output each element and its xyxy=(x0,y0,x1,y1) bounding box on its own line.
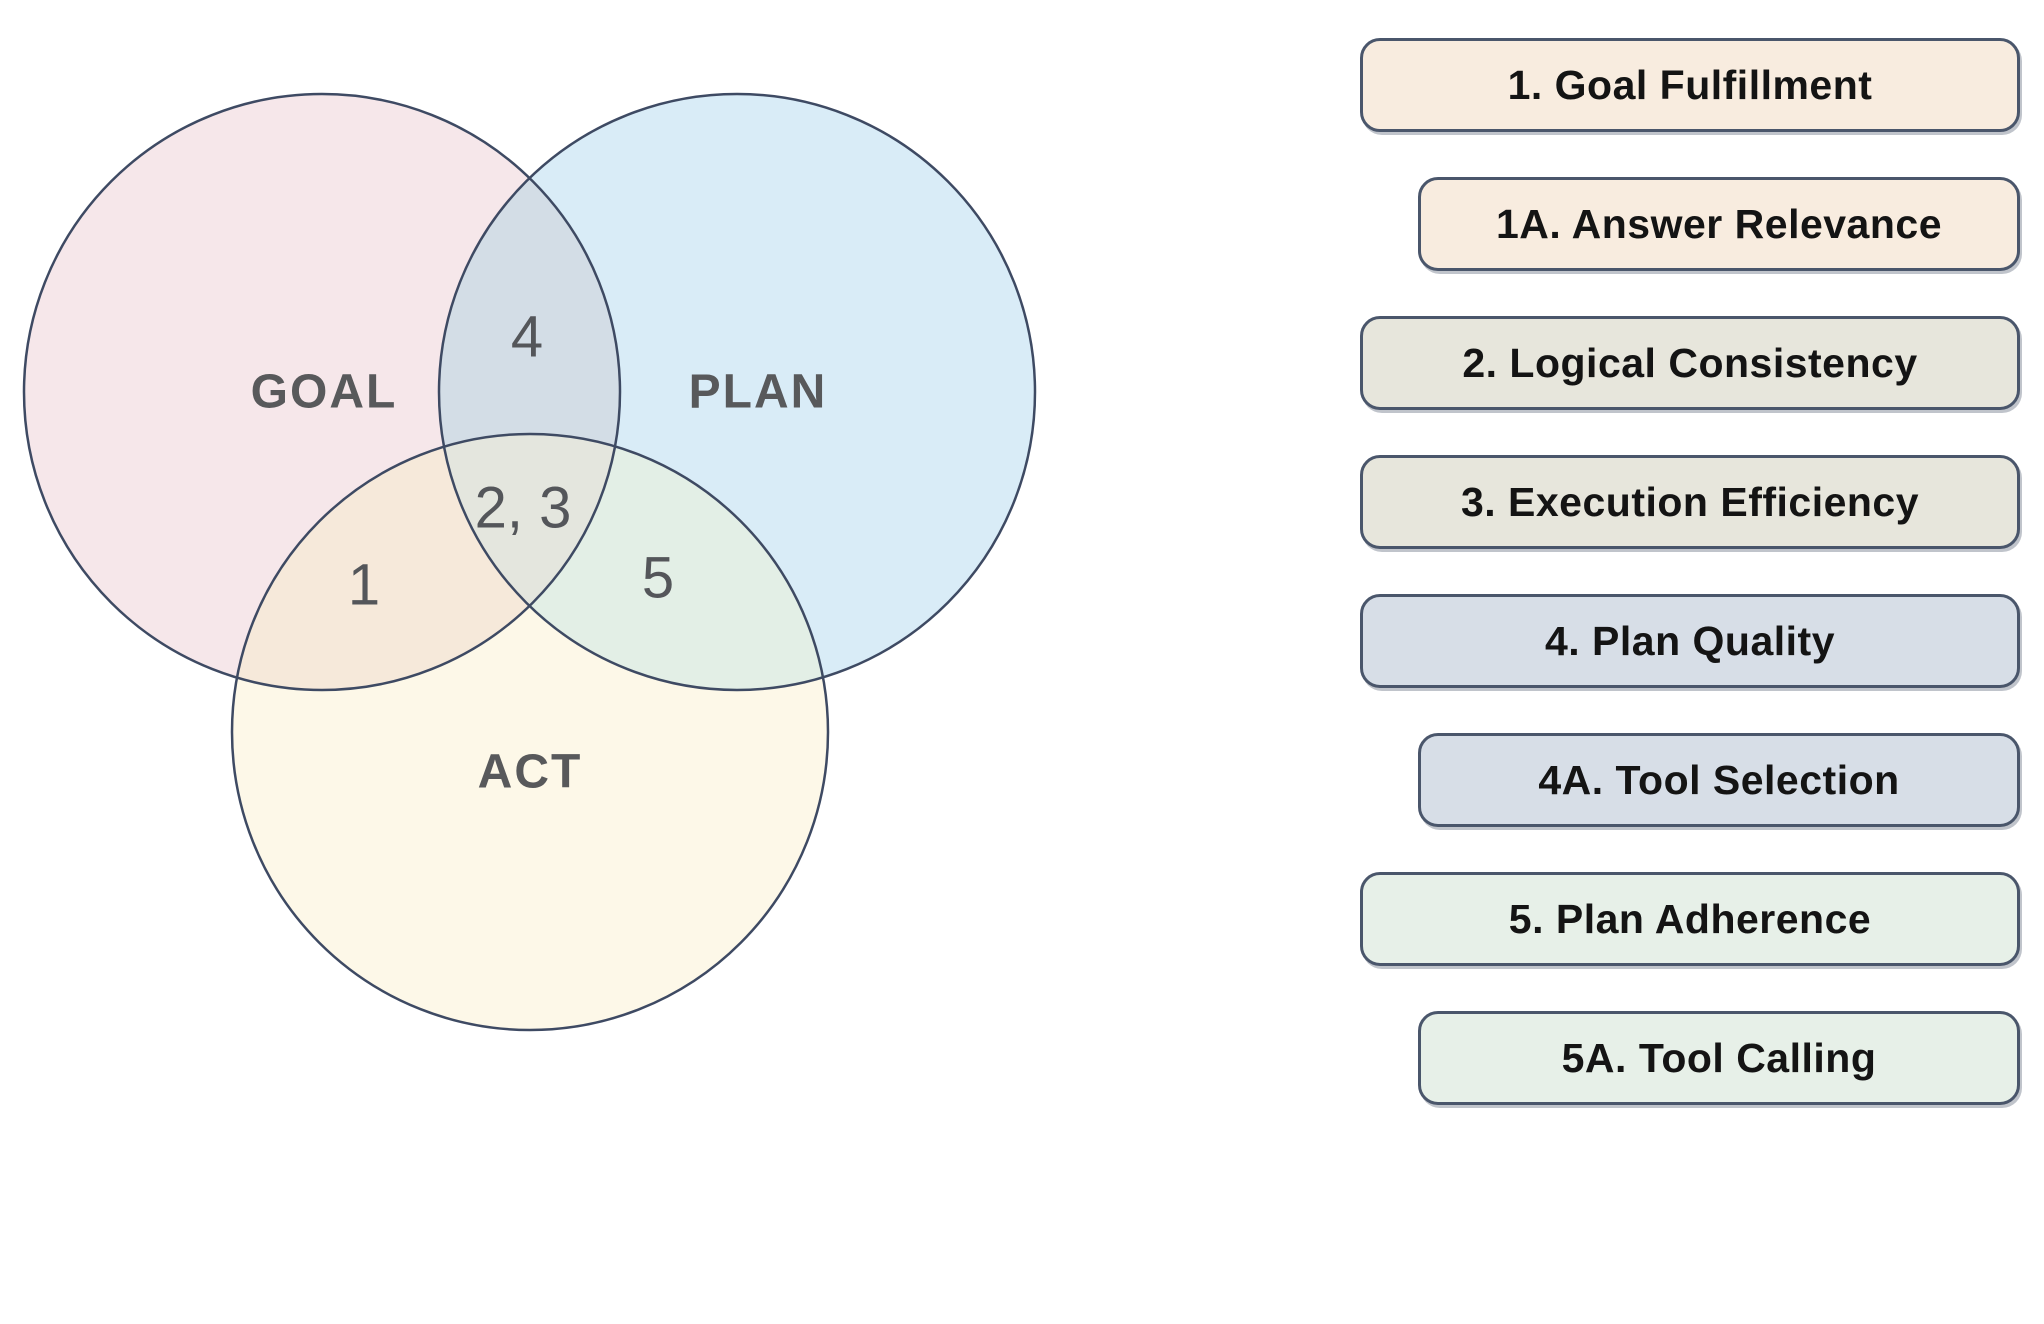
goal-act-number: 1 xyxy=(348,553,380,618)
goal-plan-number: 4 xyxy=(511,305,543,370)
legend-item-1a: 1A. Answer Relevance xyxy=(1418,177,2020,271)
center-number: 2, 3 xyxy=(475,476,572,541)
legend-item-5: 5. Plan Adherence xyxy=(1360,872,2020,966)
legend: 1. Goal Fulfillment 1A. Answer Relevance… xyxy=(1360,38,2020,1105)
goal-act-overlap xyxy=(232,434,620,690)
legend-item-4a: 4A. Tool Selection xyxy=(1418,733,2020,827)
legend-item-1: 1. Goal Fulfillment xyxy=(1360,38,2020,132)
legend-item-4: 4. Plan Quality xyxy=(1360,594,2020,688)
act-label: ACT xyxy=(478,746,583,799)
legend-item-3: 3. Execution Efficiency xyxy=(1360,455,2020,549)
legend-item-5a: 5A. Tool Calling xyxy=(1418,1011,2020,1105)
goal-label: GOAL xyxy=(251,366,398,419)
legend-item-2: 2. Logical Consistency xyxy=(1360,316,2020,410)
act-circle-outline xyxy=(230,432,830,1032)
plan-circle-outline xyxy=(437,92,1037,692)
venn-diagram: GOAL PLAN ACT 4 2, 3 1 5 xyxy=(22,92,1037,1032)
goal-circle-outline xyxy=(22,92,622,692)
plan-act-overlap xyxy=(439,434,828,690)
plan-act-number: 5 xyxy=(642,546,674,611)
plan-label: PLAN xyxy=(689,366,828,419)
